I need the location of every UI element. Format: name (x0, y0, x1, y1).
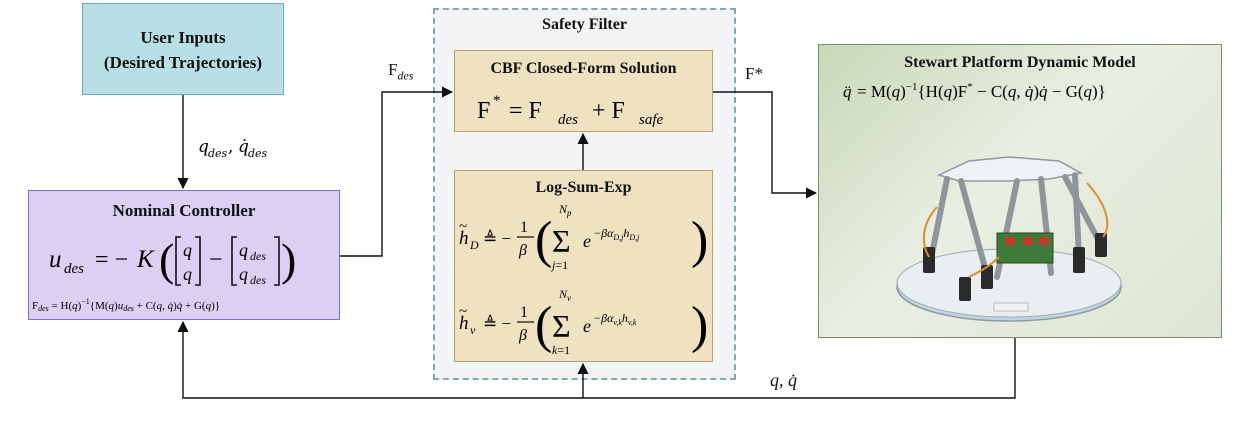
svg-text:(: ( (159, 234, 174, 285)
svg-text:≜ −: ≜ − (483, 229, 511, 248)
arrow-controller-to-cbf (340, 86, 454, 257)
svg-text:~: ~ (459, 219, 467, 235)
svg-text:): ) (281, 234, 296, 285)
svg-text:q̇: q̇ (238, 137, 249, 157)
nominal-controller-block: Nominal Controller u des = − K ( q q ˙ −… (28, 190, 340, 320)
svg-text:β: β (518, 242, 527, 259)
svg-text:(: ( (535, 297, 552, 354)
svg-text:~: ~ (459, 304, 467, 320)
svg-text:u: u (49, 246, 62, 273)
lse-equations: h ~ D ≜ − 1 β ( Np Σ j=1 e −βαD,jhD,j ) … (459, 202, 708, 357)
svg-text:= M(q)−1{H(q)F* − C(q, q̇)q̇ −: = M(q)−1{H(q)F* − C(q, q̇)q̇ − G(q)} (857, 81, 1106, 101)
svg-text:des: des (64, 261, 84, 277)
svg-text:,: , (228, 137, 233, 157)
svg-text:): ) (691, 297, 708, 354)
log-sum-exp-title: Log-Sum-Exp (535, 179, 632, 196)
svg-text:−βαv,khv,k: −βαv,khv,k (593, 311, 637, 327)
svg-text:≜ −: ≜ − (483, 314, 511, 333)
control-law-equation: u des = − K ( q q ˙ − q des q ˙ des ) Fd… (32, 234, 296, 313)
svg-text:q̈: q̈ (843, 82, 852, 101)
stewart-platform-block: Stewart Platform Dynamic Model q̈ = M(q)… (818, 44, 1222, 338)
svg-text:safe: safe (639, 112, 664, 128)
svg-text:h: h (459, 313, 469, 334)
svg-text:F: F (477, 98, 490, 124)
svg-text:k=1: k=1 (552, 343, 570, 357)
svg-text:= −: = − (95, 247, 128, 273)
user-inputs-block: User Inputs (Desired Trajectories) (82, 3, 284, 95)
cbf-equation: F * = F des + F safe (477, 93, 664, 128)
svg-text:˙: ˙ (186, 253, 191, 270)
svg-text:e: e (583, 316, 591, 336)
feedback-line (177, 320, 1016, 399)
svg-text:des: des (250, 249, 266, 263)
nominal-controller-title: Nominal Controller (112, 201, 256, 220)
svg-text:q: q (198, 137, 209, 157)
qdes-equation: q des , q̇ des (198, 137, 268, 160)
svg-text:des: des (558, 112, 578, 128)
svg-text:(: ( (535, 212, 552, 269)
svg-text:): ) (691, 212, 708, 269)
svg-text:1: 1 (520, 219, 528, 236)
svg-text:˙: ˙ (242, 253, 247, 270)
svg-text:= F: = F (509, 98, 542, 124)
svg-text:j=1: j=1 (550, 258, 568, 272)
svg-text:β: β (518, 327, 527, 344)
user-inputs-sublabel: (Desired Trajectories) (103, 53, 263, 72)
feedback-label: q, q̇ (770, 370, 797, 390)
stewart-platform-image (896, 156, 1122, 322)
cbf-solution-block: CBF Closed-Form Solution F * = F des + F… (454, 50, 713, 132)
svg-text:K: K (136, 246, 155, 273)
svg-text:des: des (250, 273, 266, 287)
svg-text:q: q (183, 240, 192, 260)
svg-text:e: e (583, 231, 591, 251)
user-inputs-label: User Inputs (140, 28, 226, 47)
log-sum-exp-block: Log-Sum-Exp h ~ D ≜ − 1 β ( Np Σ j=1 e −… (454, 170, 713, 362)
dynamics-equation: q̈ = M(q)−1{H(q)F* − C(q, q̇)q̇ − G(q)} (843, 81, 1106, 101)
fdes-symbol: F (388, 60, 398, 79)
svg-text:des: des (208, 147, 228, 160)
fdes-label: Fdes (388, 60, 413, 83)
svg-text:D: D (469, 238, 479, 252)
cbf-solution-title: CBF Closed-Form Solution (490, 60, 677, 77)
svg-text:+ F: + F (592, 98, 625, 124)
svg-text:h: h (459, 228, 469, 249)
svg-text:q: q (239, 264, 248, 284)
arrow-cbf-to-stewart (713, 91, 818, 199)
svg-text:q: q (183, 264, 192, 284)
stewart-platform-title: Stewart Platform Dynamic Model (904, 54, 1136, 71)
svg-text:Fdes = H(q)−1{M(q)udes + C(q,: Fdes = H(q)−1{M(q)udes + C(q, q̇)q̇ + G(… (32, 297, 220, 313)
svg-text:−βαD,jhD,j: −βαD,jhD,j (593, 226, 640, 242)
fdes-subscript: des (397, 68, 414, 83)
svg-text:des: des (248, 147, 268, 160)
svg-text:*: * (493, 93, 501, 109)
svg-text:1: 1 (520, 304, 528, 321)
svg-text:−: − (209, 247, 223, 273)
svg-text:Σ: Σ (552, 223, 571, 259)
svg-text:Σ: Σ (552, 308, 571, 344)
svg-text:v: v (470, 323, 476, 337)
qdes-label: q des , q̇ des (198, 133, 288, 168)
safety-filter-title: Safety Filter (542, 16, 627, 33)
svg-text:q: q (239, 240, 248, 260)
fstar-label: F* (745, 64, 763, 83)
